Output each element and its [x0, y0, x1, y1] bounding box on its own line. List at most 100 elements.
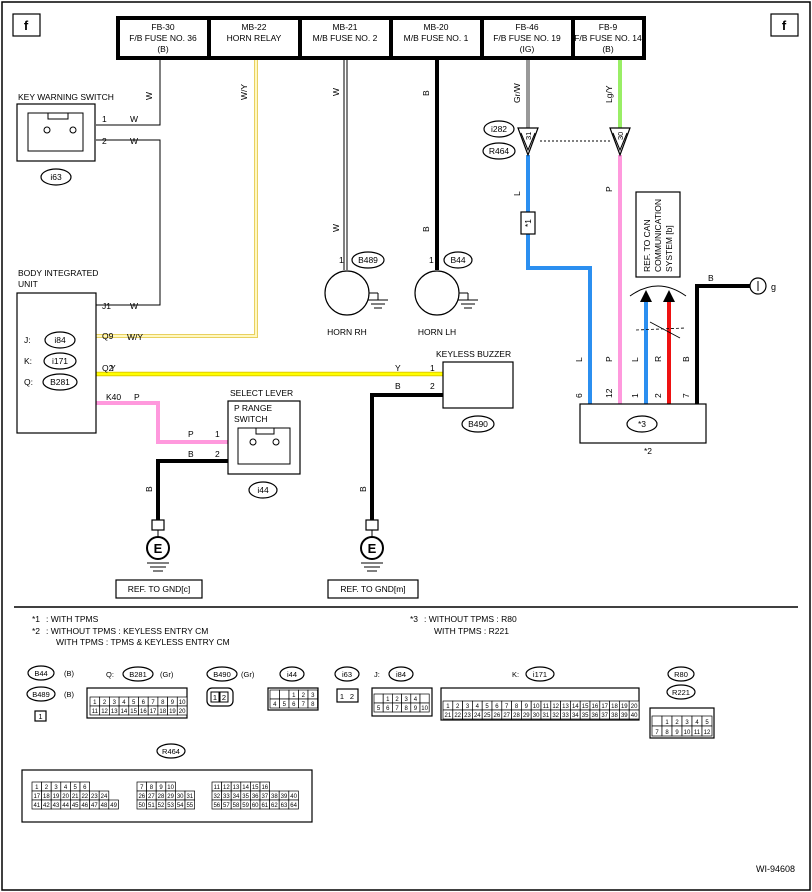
svg-text:REF. TO CAN: REF. TO CAN [642, 219, 652, 272]
svg-text:1: 1 [213, 693, 217, 702]
svg-text:5: 5 [74, 785, 78, 791]
svg-text:P: P [604, 186, 614, 192]
fuse-mb21-name: M/B FUSE NO. 2 [313, 33, 378, 43]
key-warning-switch-title: KEY WARNING SWITCH [18, 92, 114, 102]
svg-text:22: 22 [454, 713, 461, 719]
svg-text:i44: i44 [287, 670, 297, 679]
svg-text:22: 22 [81, 794, 88, 800]
svg-text:7: 7 [140, 785, 144, 791]
connector-i171-tag[interactable]: i171 [43, 352, 77, 370]
svg-text:53: 53 [167, 803, 174, 809]
svg-text:E: E [368, 541, 377, 556]
svg-text:Q9: Q9 [102, 331, 114, 341]
svg-text:B: B [358, 486, 368, 492]
svg-text:B44: B44 [450, 255, 465, 265]
fuse-fb30-id: FB-30 [151, 22, 174, 32]
svg-text:L: L [574, 357, 584, 362]
svg-text:18: 18 [159, 709, 166, 715]
biu-title-1: BODY INTEGRATED [18, 268, 98, 278]
svg-text:Y: Y [110, 363, 116, 373]
connector-i282-tag[interactable]: i282 [483, 120, 515, 138]
wire-b-ground [695, 284, 750, 404]
connector-b489-tag[interactable]: B489 [351, 251, 385, 269]
svg-text:51: 51 [148, 803, 155, 809]
connector-b281-tag[interactable]: B281 [42, 373, 78, 391]
svg-text:27: 27 [148, 794, 155, 800]
svg-text:35: 35 [582, 713, 589, 719]
svg-text:1: 1 [446, 704, 450, 710]
svg-text:W: W [331, 88, 341, 96]
svg-text:B: B [421, 90, 431, 96]
svg-text:3: 3 [54, 785, 58, 791]
svg-text:19: 19 [53, 794, 60, 800]
svg-text:10: 10 [421, 706, 428, 712]
page-marker-left[interactable]: f [12, 13, 41, 37]
can-reference-box[interactable]: REF. TO CAN COMMUNICATION SYSTEM [b] [635, 191, 681, 278]
ground-e-lever: E [146, 519, 170, 572]
ref-gnd-m-button[interactable]: REF. TO GND[m] [327, 579, 419, 599]
connector-b44-tag[interactable]: B44 [443, 251, 473, 269]
svg-text:2: 2 [456, 704, 460, 710]
ref-gnd-c-button[interactable]: REF. TO GND[c] [115, 579, 203, 599]
svg-text:52: 52 [158, 803, 165, 809]
wire-b-buzzer-gnd [370, 393, 443, 520]
svg-text:Q:: Q: [106, 670, 114, 679]
fuse-fb30-note: (B) [157, 44, 169, 54]
svg-text:13: 13 [562, 704, 569, 710]
svg-text:31: 31 [524, 132, 533, 140]
connector-i63-tag[interactable]: i63 [40, 168, 72, 186]
svg-text:48: 48 [101, 803, 108, 809]
page-marker-right[interactable]: f [770, 13, 799, 37]
svg-text:WITH TPMS : TPMS & KEYLESS EN: WITH TPMS : TPMS & KEYLESS ENTRY CM [56, 637, 230, 647]
svg-text:18: 18 [43, 794, 50, 800]
connector-i84-tag[interactable]: i84 [44, 331, 76, 349]
horn-lh-label: HORN LH [418, 327, 456, 337]
svg-text:REF. TO GND[m]: REF. TO GND[m] [340, 584, 405, 594]
svg-text:1: 1 [38, 712, 42, 721]
wire-w-j1 [96, 139, 161, 306]
select-lever-title: SELECT LEVER [230, 388, 293, 398]
svg-text:57: 57 [223, 803, 230, 809]
svg-text:11: 11 [92, 709, 99, 715]
svg-text:12: 12 [552, 704, 559, 710]
svg-text:20: 20 [179, 709, 186, 715]
svg-text:20: 20 [631, 704, 638, 710]
svg-text:B: B [395, 381, 401, 391]
svg-text:17: 17 [601, 704, 608, 710]
fuse-mb21-id: MB-21 [332, 22, 357, 32]
svg-text:1: 1 [665, 720, 669, 726]
svg-text:11: 11 [543, 704, 550, 710]
svg-text:2: 2 [302, 693, 306, 699]
connector-i44-tag[interactable]: i44 [248, 481, 278, 499]
svg-text:11: 11 [694, 730, 701, 736]
svg-text:16: 16 [261, 785, 268, 791]
svg-text:5: 5 [705, 720, 709, 726]
svg-text:SYSTEM [b]: SYSTEM [b] [664, 225, 674, 272]
svg-text:47: 47 [91, 803, 98, 809]
svg-text:10: 10 [684, 730, 691, 736]
svg-text:30: 30 [616, 132, 625, 140]
svg-text:4: 4 [64, 785, 68, 791]
connector-b490-tag[interactable]: B490 [461, 415, 495, 433]
svg-text:7: 7 [151, 700, 155, 706]
connector-r464-tag[interactable]: R464 [482, 142, 516, 160]
keyless-buzzer [442, 361, 514, 409]
wire-b-lever-gnd [156, 459, 228, 520]
svg-text:25: 25 [484, 713, 491, 719]
svg-text:41: 41 [33, 803, 40, 809]
svg-text:2: 2 [350, 692, 354, 701]
svg-text:B: B [188, 449, 194, 459]
svg-text:REF. TO GND[c]: REF. TO GND[c] [128, 584, 191, 594]
svg-text:32: 32 [552, 713, 559, 719]
svg-text:W/Y: W/Y [239, 84, 249, 100]
svg-text:*3: *3 [410, 614, 418, 624]
svg-text:34: 34 [233, 794, 240, 800]
svg-text:B281: B281 [50, 377, 70, 387]
ground-point-g[interactable]: g [749, 277, 776, 295]
ground-e-buzzer: E [360, 519, 384, 572]
wire-l-blue [526, 155, 592, 404]
svg-text:21: 21 [445, 713, 452, 719]
svg-text:6: 6 [292, 702, 296, 708]
svg-text:46: 46 [81, 803, 88, 809]
